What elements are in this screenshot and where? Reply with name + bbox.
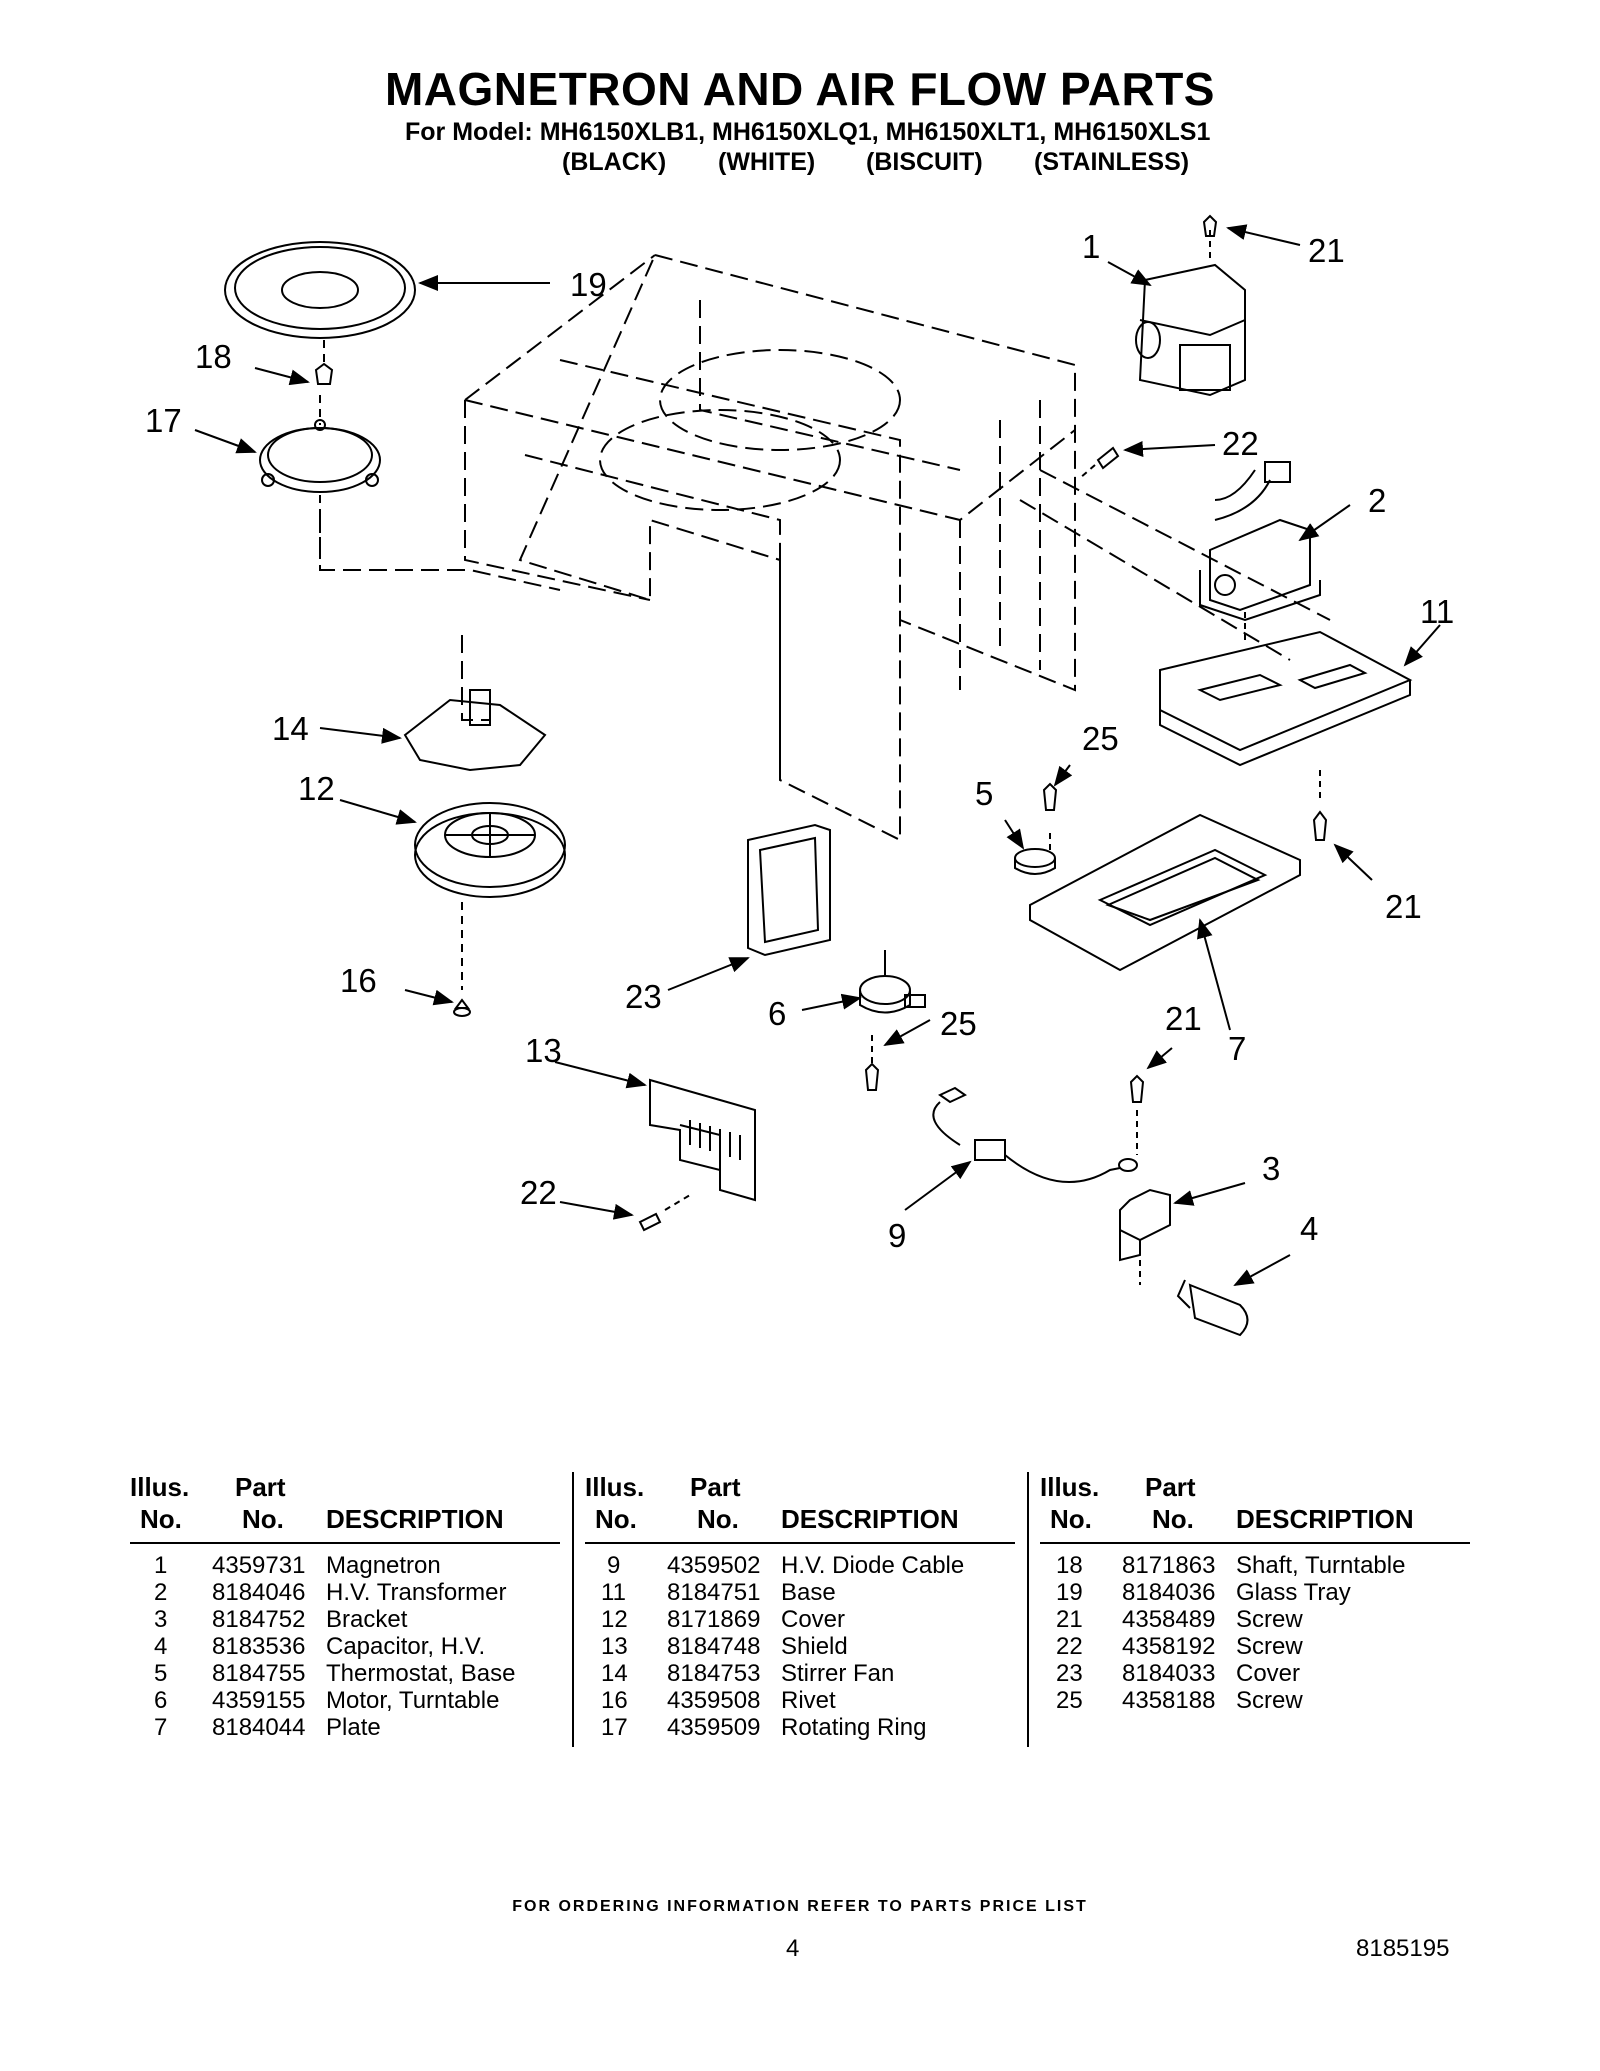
table-header: Illus. No. Part No. DESCRIPTION (585, 1472, 1015, 1544)
column-divider (572, 1472, 574, 1747)
callout-23: 23 (625, 978, 662, 1015)
page-number: 4 (786, 1935, 800, 1962)
header-description: DESCRIPTION (1236, 1504, 1414, 1534)
callout-22: 22 (1222, 425, 1259, 462)
callout-17: 17 (145, 402, 182, 439)
header-illus-no: No. (1050, 1504, 1092, 1534)
document-number: 8185195 (1356, 1935, 1450, 1962)
table-header: Illus. No. Part No. DESCRIPTION (130, 1472, 560, 1544)
screw-mid (1129, 1074, 1145, 1155)
color-black: (BLACK) (562, 148, 667, 176)
callout-12: 12 (298, 770, 335, 807)
screw-lower (638, 1194, 691, 1232)
callout-11: 11 (1420, 593, 1454, 630)
color-biscuit: (BISCUIT) (866, 148, 983, 176)
base-plate (1159, 630, 1413, 800)
callout-25: 25 (940, 1005, 977, 1042)
header-illus: Illus. (1040, 1472, 1100, 1502)
stirrer-fan (403, 689, 547, 772)
callout-14: 14 (272, 710, 309, 747)
hv-capacitor (1176, 1279, 1249, 1337)
callout-5: 5 (975, 775, 993, 812)
header-part: Part (235, 1472, 286, 1502)
rotating-ring (259, 395, 381, 570)
callout-6: 6 (768, 995, 786, 1032)
ordering-note: FOR ORDERING INFORMATION REFER TO PARTS … (512, 1898, 1088, 1915)
callout-21: 21 (1385, 888, 1422, 925)
header-part: Part (1145, 1472, 1196, 1502)
callout-9: 9 (888, 1217, 906, 1254)
thermostat-base (1014, 782, 1058, 875)
callout-4: 4 (1300, 1210, 1318, 1247)
callout-19: 19 (570, 266, 607, 303)
screw-right (1312, 810, 1328, 841)
callout-16: 16 (340, 962, 377, 999)
callout-2: 2 (1368, 482, 1386, 519)
callout-7: 7 (1228, 1030, 1246, 1067)
rivet (453, 998, 471, 1017)
bracket (1119, 1188, 1171, 1285)
header-part: Part (690, 1472, 741, 1502)
callout-13: 13 (525, 1032, 562, 1069)
page-title: MAGNETRON AND AIR FLOW PARTS (384, 63, 1215, 115)
shield (649, 1078, 756, 1202)
header-part-no: No. (697, 1504, 739, 1534)
callout-21: 21 (1308, 232, 1345, 269)
callout-18: 18 (195, 338, 232, 375)
header-illus: Illus. (130, 1472, 190, 1502)
stirrer-cover (414, 802, 566, 990)
hv-transformer (1199, 461, 1321, 640)
header-illus-no: No. (140, 1504, 182, 1534)
gasket-cover (747, 823, 831, 957)
header-illus-no: No. (595, 1504, 637, 1534)
header-illus: Illus. (585, 1472, 645, 1502)
glass-tray (224, 241, 416, 339)
callout-3: 3 (1262, 1150, 1280, 1187)
magnetron (1135, 214, 1246, 397)
cavity-outline (319, 253, 1331, 842)
callout-25: 25 (1082, 720, 1119, 757)
color-white: (WHITE) (718, 148, 816, 176)
plate (1029, 813, 1301, 972)
exploded-parts-diagram: 1 21 19 18 17 22 2 11 14 25 12 5 21 16 2… (145, 214, 1454, 1337)
turntable-motor (859, 950, 926, 1091)
column-divider (1027, 1472, 1029, 1747)
callout-21: 21 (1165, 1000, 1202, 1037)
screw-upper (1079, 446, 1120, 479)
callout-1: 1 (1082, 228, 1100, 265)
callout-22: 22 (520, 1174, 557, 1211)
header-description: DESCRIPTION (781, 1504, 959, 1534)
header-description: DESCRIPTION (326, 1504, 504, 1534)
model-list: For Model: MH6150XLB1, MH6150XLQ1, MH615… (405, 118, 1211, 146)
color-stainless: (STAINLESS) (1034, 148, 1190, 176)
turntable-shaft (314, 340, 334, 385)
table-header: Illus. No. Part No. DESCRIPTION (1040, 1472, 1470, 1544)
header-part-no: No. (242, 1504, 284, 1534)
header-part-no: No. (1152, 1504, 1194, 1534)
hv-diode-cable (932, 1086, 1138, 1183)
